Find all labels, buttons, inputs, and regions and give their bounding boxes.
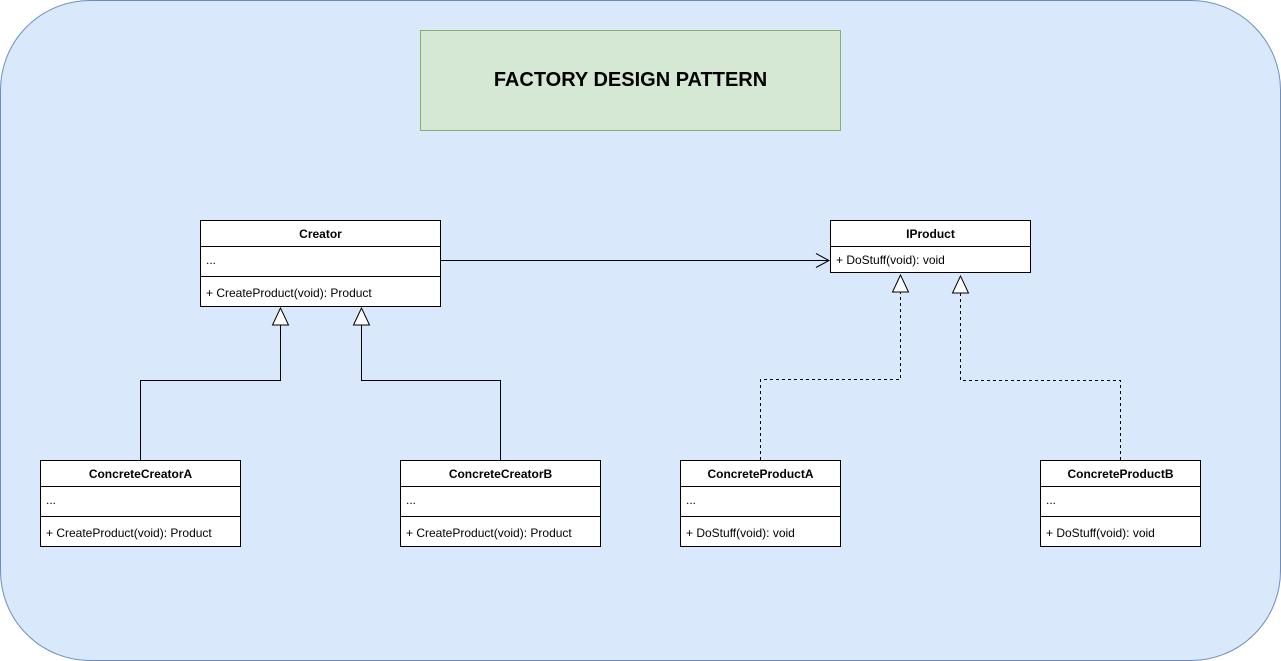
class-attributes: ... — [681, 487, 840, 517]
association-creator-iproduct[interactable] — [440, 253, 831, 268]
class-name: ConcreteProductB — [1041, 461, 1200, 487]
class-iproduct[interactable]: IProduct + DoStuff(void): void — [830, 220, 1031, 273]
class-name: IProduct — [831, 221, 1030, 247]
class-concrete-product-a[interactable]: ConcreteProductA ... + DoStuff(void): vo… — [680, 460, 841, 547]
class-name: Creator — [201, 221, 440, 247]
hollow-triangle-head — [891, 273, 910, 293]
class-name: ConcreteProductA — [681, 461, 840, 487]
class-attributes: ... — [401, 487, 600, 517]
generalization-creator-a[interactable] — [140, 306, 290, 460]
generalization-creator-b[interactable] — [352, 306, 501, 460]
class-operations: + DoStuff(void): void — [836, 253, 945, 267]
class-operations: + CreateProduct(void): Product — [206, 286, 372, 300]
hollow-triangle-head — [271, 306, 290, 326]
class-attributes: ... — [201, 247, 440, 277]
class-name: ConcreteCreatorA — [41, 461, 240, 487]
diagram-title: FACTORY DESIGN PATTERN — [420, 30, 841, 131]
realization-line — [960, 293, 1121, 460]
class-concrete-product-b[interactable]: ConcreteProductB ... + DoStuff(void): vo… — [1040, 460, 1201, 547]
realization-line — [760, 292, 901, 460]
generalization-line — [140, 325, 281, 460]
class-attributes: ... — [41, 487, 240, 517]
class-attributes: ... — [1041, 487, 1200, 517]
generalization-line — [361, 325, 501, 460]
realization-product-a[interactable] — [760, 273, 910, 460]
class-concrete-creator-b[interactable]: ConcreteCreatorB ... + CreateProduct(voi… — [400, 460, 601, 547]
open-arrow-head — [815, 253, 831, 268]
class-concrete-creator-a[interactable]: ConcreteCreatorA ... + CreateProduct(voi… — [40, 460, 241, 547]
hollow-triangle-head — [951, 274, 970, 294]
class-operations: + DoStuff(void): void — [686, 526, 795, 540]
realization-product-b[interactable] — [951, 274, 1121, 460]
class-operations: + CreateProduct(void): Product — [406, 526, 572, 540]
class-operations: + CreateProduct(void): Product — [46, 526, 212, 540]
class-name: ConcreteCreatorB — [401, 461, 600, 487]
class-creator[interactable]: Creator ... + CreateProduct(void): Produ… — [200, 220, 441, 307]
hollow-triangle-head — [352, 306, 371, 326]
class-operations: + DoStuff(void): void — [1046, 526, 1155, 540]
